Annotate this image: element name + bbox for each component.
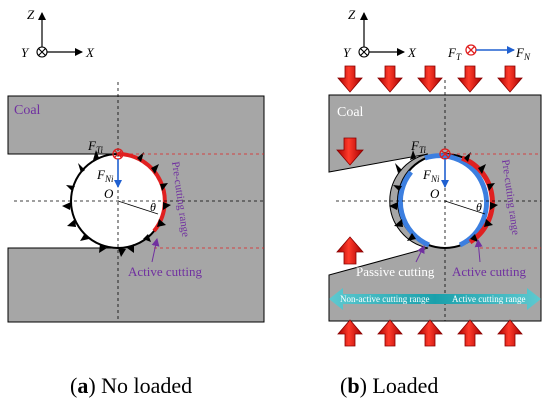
svg-text:FNi: FNi [422,167,440,184]
force-fti-symbol: F [87,138,97,153]
load-arrows-inner [336,137,364,265]
svg-text:FT: FT [447,45,462,62]
legend-ft-symbol: F [447,45,457,60]
caption-a: (a) No loaded [70,373,192,398]
origin-label-b: O [430,186,440,201]
caption-a-letter: a [77,373,88,398]
force-legend: FT FN [447,44,531,62]
svg-text:FNi: FNi [96,167,114,184]
force-fn-a: FNi [96,159,122,188]
reference-lines-b [336,80,541,321]
caption-b: (b) Loaded [340,373,438,398]
force-fni-subscript: Ni [104,174,114,184]
coordinate-axes-b: Z Y X [343,7,417,60]
axis-y-label-b: Y [343,45,352,60]
coal-label-b: Coal [337,105,364,120]
svg-text:FTi: FTi [410,138,426,155]
svg-text:FN: FN [515,45,531,62]
axis-z-label: Z [27,7,35,22]
load-arrows-bottom [337,319,523,347]
theta-label-a: θ [150,200,156,214]
active-cutting-arc-b [424,153,489,248]
force-fti-symbol-b: F [410,138,420,153]
svg-text:FTi: FTi [87,138,103,155]
reference-lines-a [14,82,264,322]
active-cutting-label-b: Active cutting [452,264,527,279]
range-lines-a [118,153,264,249]
non-active-range-label: Non-active cutting range [340,294,429,304]
panel-a: Z Y X [7,7,265,398]
force-fni-symbol-b: F [422,167,432,182]
force-fn-b: FNi [422,159,449,188]
axis-z-label-b: Z [348,7,356,22]
caption-b-letter: b [347,373,359,398]
legend-fn-subscript: N [523,52,531,62]
legend-fn-symbol: F [515,45,525,60]
cutting-range-bar: Non-active cutting range Active cutting … [329,288,541,310]
legend-ft-subscript: T [456,52,462,62]
active-cutting-arc-a [117,152,167,233]
axis-x-label-b: X [407,45,417,60]
theta-label-b: θ [476,200,482,214]
cutter-teeth-b [389,150,498,242]
active-cutting-red-arc-b [461,155,495,245]
panel-b: Z Y X FT FN [328,7,542,398]
load-arrows-top [337,65,523,93]
force-fti-subscript-b: Ti [419,145,427,155]
caption-b-text: Loaded [367,373,438,398]
range-lines-b [445,153,541,249]
coal-label-a: Coal [14,103,41,118]
active-cutting-label-a: Active cutting [128,264,203,279]
coordinate-axes-a: Z Y X [21,7,95,60]
origin-label-a: O [104,186,114,201]
axis-x-label: X [85,45,95,60]
active-range-label: Active cutting range [452,294,525,304]
force-fni-symbol: F [96,167,106,182]
passive-cutting-label-b: Passive cutting [356,264,435,279]
cutter-teeth-a [62,150,171,257]
axis-y-label: Y [21,45,30,60]
caption-a-text: No loaded [96,373,193,398]
force-fni-subscript-b: Ni [430,174,440,184]
force-fti-subscript: Ti [96,145,104,155]
passive-cutting-arc-b [397,170,431,248]
